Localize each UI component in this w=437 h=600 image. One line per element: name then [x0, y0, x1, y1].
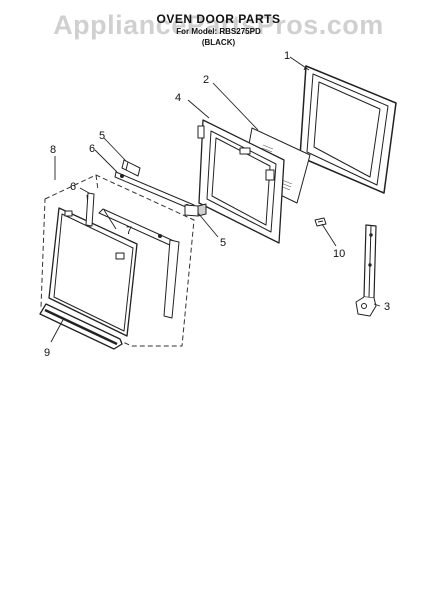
- part-door-handle[interactable]: [39, 303, 123, 350]
- callout-2: 2: [203, 74, 209, 86]
- callout-9: 9: [44, 347, 50, 359]
- part-inner-door-assembly[interactable]: [48, 194, 180, 337]
- callout-6-upper: 6: [89, 143, 95, 155]
- part-lower-bracket[interactable]: [184, 203, 207, 217]
- callout-4: 4: [175, 92, 181, 104]
- part-outer-door-panel[interactable]: [299, 65, 397, 194]
- color-note: (BLACK): [201, 38, 236, 47]
- part-top-trim-strip[interactable]: [114, 171, 195, 211]
- part-upper-bracket[interactable]: [121, 159, 141, 177]
- part-hinge[interactable]: [355, 224, 377, 317]
- callout-5-lower: 5: [220, 237, 226, 249]
- callout-7: 7: [126, 225, 132, 237]
- part-left-trim-strip[interactable]: [85, 192, 95, 227]
- callout-1: 1: [284, 50, 290, 62]
- part-inner-door-frame[interactable]: [197, 119, 285, 244]
- leader-lines: [50, 56, 381, 343]
- callout-8: 8: [50, 144, 56, 156]
- callout-3: 3: [384, 301, 390, 313]
- watermark: AppliancePartsPros.com: [53, 10, 384, 40]
- callout-5-upper: 5: [99, 130, 105, 142]
- callout-6-lower: 6: [70, 181, 76, 193]
- page-title: OVEN DOOR PARTS: [156, 12, 281, 26]
- part-door-assembly-outline[interactable]: [40, 174, 195, 347]
- callout-10: 10: [333, 248, 345, 260]
- model-subtitle: For Model: RBS275PD: [176, 27, 261, 36]
- part-clip[interactable]: [314, 217, 327, 227]
- callout-numbers: 1 2 3 4 5 5 6 6 7 8 9 10: [44, 50, 390, 359]
